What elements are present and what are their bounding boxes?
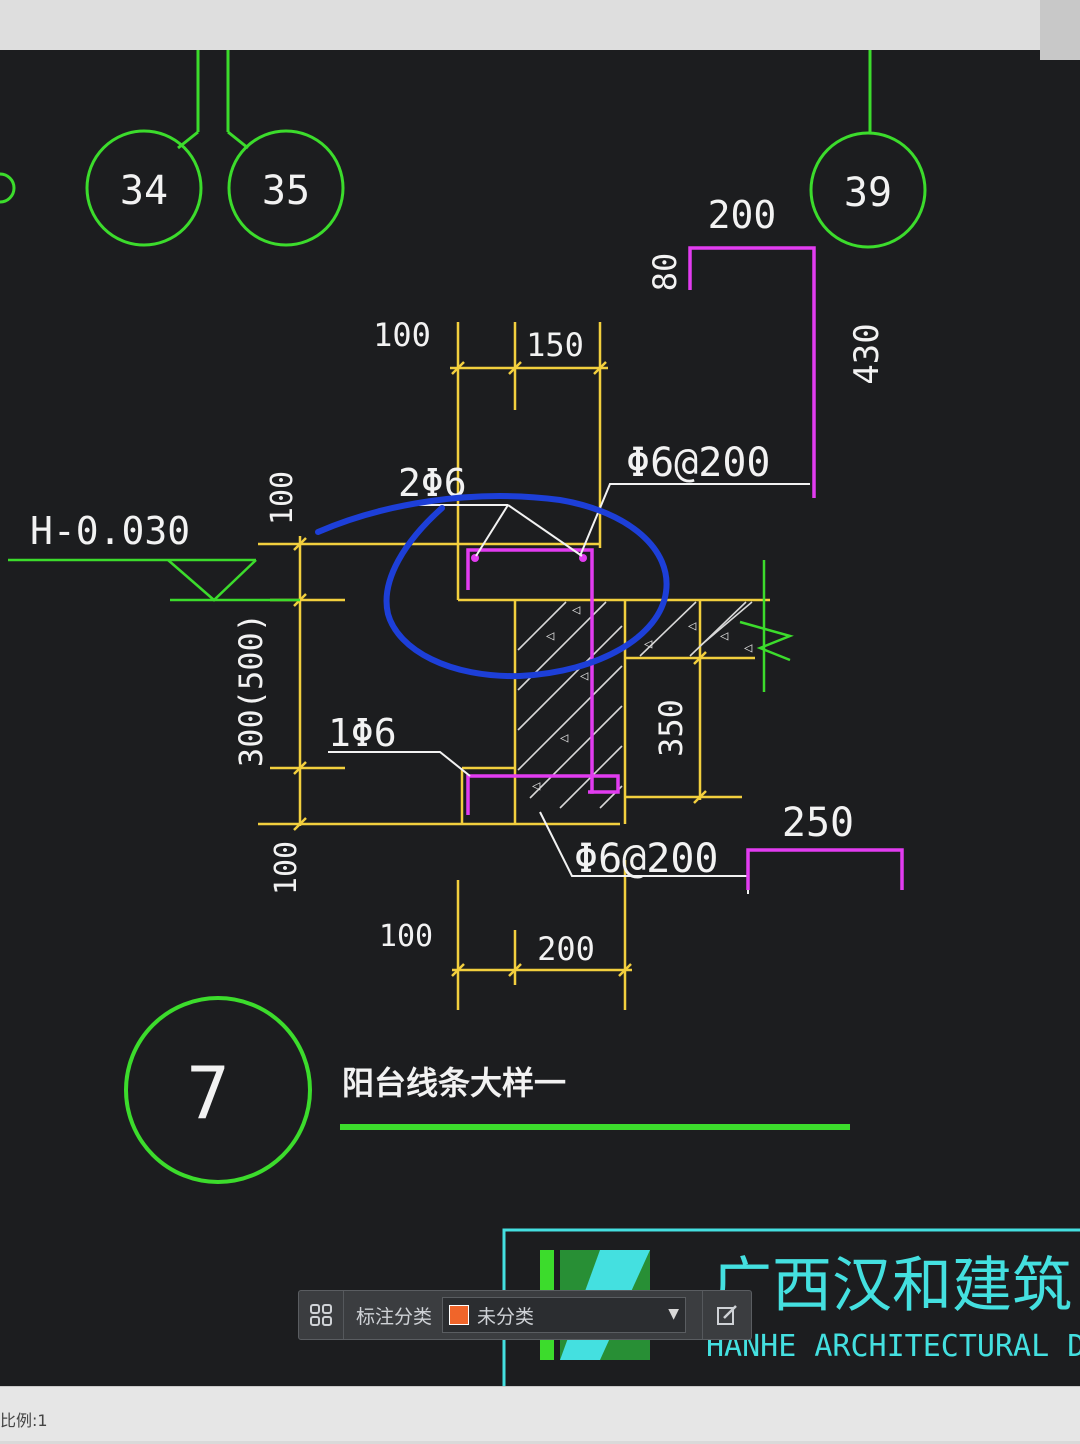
rebar-shape-top — [688, 246, 816, 498]
svg-text:◁: ◁ — [720, 628, 729, 644]
axis-label-39: 39 — [844, 170, 892, 216]
dim-100-top: 100 — [373, 316, 431, 354]
company-name-cn: 广西汉和建筑 — [712, 1251, 1072, 1321]
svg-text:◁: ◁ — [532, 778, 541, 794]
category-color-swatch — [449, 1305, 470, 1325]
selected-category: 未分类 — [477, 1305, 535, 1328]
axis-bubbles — [0, 50, 927, 249]
svg-text:◁: ◁ — [572, 602, 581, 618]
dim-150: 150 — [526, 326, 584, 364]
dim-200-top: 200 — [708, 193, 777, 237]
dim-200-bottom: 200 — [537, 930, 595, 968]
dim-100-left-top: 100 — [265, 471, 300, 525]
model-space-background — [0, 50, 1080, 1386]
dim-250: 250 — [782, 800, 854, 846]
break-line — [739, 560, 794, 692]
rebar-label-phi6-200-top: Φ6@200 — [626, 440, 771, 486]
elevation-symbol — [8, 558, 300, 602]
svg-text:◁: ◁ — [580, 668, 589, 684]
annotation-category-select[interactable]: 未分类 ▼ — [442, 1297, 687, 1333]
layers-icon[interactable] — [299, 1291, 344, 1339]
elevation-label: H-0.030 — [30, 509, 190, 553]
svg-text:◁: ◁ — [744, 640, 753, 656]
chevron-down-icon: ▼ — [668, 1306, 680, 1322]
scale-readout: 比例:1 — [0, 1411, 48, 1430]
svg-text:◁: ◁ — [688, 618, 697, 634]
aggregate-marks: ◁ ◁ ◁ ◁ ◁ ◁ ◁ ◁ ◁ — [532, 602, 753, 794]
dim-100-left-bottom: 100 — [269, 841, 304, 895]
dim-100-bottom: 100 — [379, 919, 433, 954]
annotation-category-label: 标注分类 — [356, 1305, 433, 1328]
detail-number: 7 — [186, 1051, 229, 1135]
dim-80: 80 — [646, 253, 684, 292]
rebar-label-1phi6: 1Φ6 — [328, 711, 397, 755]
rebar-lines — [466, 548, 620, 815]
svg-text:◁: ◁ — [546, 628, 555, 644]
dim-430: 430 — [847, 323, 887, 384]
status-bar: 比例:1 — [0, 1386, 1080, 1441]
axis-label-34: 34 — [120, 168, 168, 214]
svg-text:◁: ◁ — [560, 730, 569, 746]
rebar-label-phi6-200-bottom: Φ6@200 — [574, 836, 719, 882]
dim-300-500: 300(500) — [232, 613, 270, 767]
detail-title: 阳台线条大样一 — [342, 1064, 566, 1102]
annotation-category-toolbar: 标注分类 未分类 ▼ — [298, 1290, 752, 1340]
rebar-shape-bottom — [746, 848, 904, 890]
edit-icon[interactable] — [702, 1291, 751, 1339]
axis-label-35: 35 — [262, 168, 310, 214]
company-name-en: HANHE ARCHITECTURAL DESI — [706, 1329, 1080, 1364]
dim-350: 350 — [652, 699, 690, 757]
svg-text:◁: ◁ — [644, 636, 653, 652]
annotation-ellipse — [315, 493, 670, 680]
detail-bubble — [124, 996, 312, 1184]
